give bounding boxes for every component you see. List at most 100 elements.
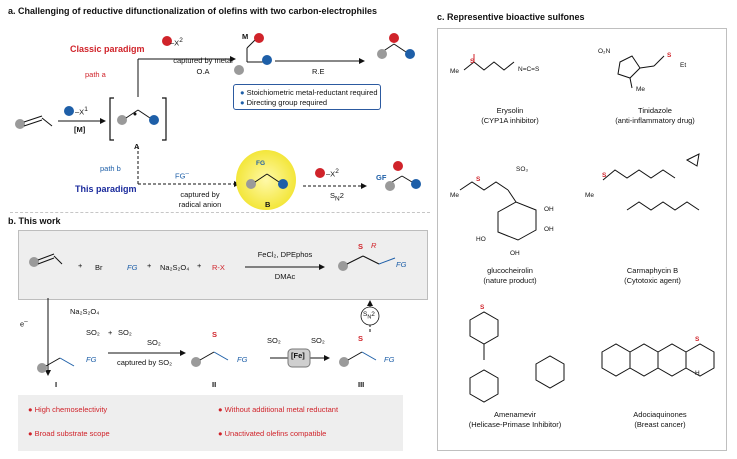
adociaquinones-structure — [601, 343, 715, 377]
erysolin-name: Erysolin — [496, 106, 524, 115]
fg-reagent: FG — [127, 263, 138, 272]
carmaphycin-me: Me — [585, 192, 595, 199]
tinidazole-note: (anti-inflammatory drug) — [615, 116, 695, 125]
reaction-scheme-box — [18, 230, 428, 300]
radical-anion-label: radical anion — [178, 200, 222, 209]
fg-in-b: FG — [256, 160, 266, 167]
fe-so2-minus: SO₂ — [267, 336, 281, 345]
re-arrow — [275, 58, 365, 64]
sn2-arrow-a — [303, 183, 367, 189]
electrophile-x2-icon — [162, 36, 172, 46]
electron: e — [20, 319, 25, 329]
glucocheirolin-oh3: OH — [510, 250, 520, 257]
intermediate-ii-label: II — [212, 380, 217, 389]
fg-minus: FG — [175, 171, 186, 181]
sulfone-product-structure — [338, 255, 396, 271]
product-a-structure — [377, 33, 415, 59]
intermediate-ii-structure — [191, 351, 229, 367]
radical-intermediate-a — [109, 97, 167, 141]
mech-so2-radical: SO₂ — [118, 328, 132, 337]
sn2-a-sub: N — [335, 195, 340, 203]
glucocheirolin-me: Me — [450, 192, 460, 199]
sn2-b: S — [363, 311, 368, 318]
amenamevir-s: S — [480, 304, 485, 311]
sodium-dithionite: Na₂S₂O₄ — [160, 263, 190, 272]
reagent-x2-b: –X — [326, 169, 336, 179]
intermediate-iii-structure — [339, 351, 377, 367]
fg-minus-sup: – — [185, 170, 190, 177]
plus-1: + — [78, 261, 83, 270]
tinidazole-o2n: O₂N — [598, 48, 611, 55]
glucocheirolin-so3: SO₃ — [516, 166, 529, 173]
intermediate-b-label: B — [265, 200, 271, 209]
olefin-reactant — [29, 253, 63, 267]
conditions-bottom: DMAc — [274, 272, 296, 281]
catalyst-label: [M] — [74, 125, 86, 134]
amenamevir-name: Amenamevir — [493, 410, 537, 419]
so2-capture-arrow — [108, 350, 186, 356]
carmaphycin-s: S — [602, 172, 607, 179]
advantage-4: ● Unactivated olefins compatible — [218, 429, 327, 438]
erysolin-s: S — [470, 58, 475, 65]
product-fg: FG — [396, 260, 407, 269]
electrophile-x2-icon-b — [315, 168, 325, 178]
sulfone-s: S — [358, 242, 364, 251]
intermediate-iii-fg: FG — [384, 355, 395, 364]
advantage-3: ● Without additional metal reductant — [218, 405, 339, 414]
sn2-up-arrow — [360, 300, 380, 332]
mech-plus: + — [108, 328, 113, 337]
glucocheirolin-note: (nature product) — [483, 276, 537, 285]
oa-label: O.A — [196, 67, 210, 76]
advantages-box: ● High chemoselectivity ● Broad substrat… — [18, 395, 403, 451]
fe-catalytic-cycle — [270, 348, 330, 368]
adociaquinones-note: (Breast cancer) — [634, 420, 686, 429]
adociaquinones-name: Adociaquinones — [633, 410, 687, 419]
sulfone-r: R — [371, 241, 377, 250]
gf-label: GF — [376, 173, 387, 182]
captured-by-metal-label: captured by metal — [173, 56, 233, 65]
adociaquinones-nh: H — [695, 370, 700, 377]
erysolin-note: (CYP1A inhibitor) — [481, 116, 539, 125]
glucocheirolin-ho: HO — [476, 236, 486, 243]
carmaphycin-structure — [602, 153, 700, 211]
intermediate-a-label: A — [134, 142, 140, 151]
erysolin-ncs: N=C=S — [518, 66, 540, 73]
erysolin-me: Me — [450, 68, 460, 75]
path-b-label: path b — [100, 164, 121, 173]
amenamevir-note: (Helicase-Primase Inhibitor) — [468, 420, 562, 429]
plus-3: + — [197, 261, 202, 270]
plus-2: + — [147, 261, 152, 270]
reagent-x1: –X — [75, 107, 85, 117]
radical-anion-b-structure — [236, 150, 296, 210]
captured-by-label: captured by — [180, 190, 220, 199]
br-label: Br — [95, 263, 103, 272]
adociaquinones-s: S — [695, 336, 700, 343]
limitation-1: ● Stoichiometric metal-reductant require… — [240, 88, 378, 97]
alkyl-halide: R-X — [212, 263, 225, 272]
sn2-a: S — [330, 191, 336, 200]
re-label: R.E — [312, 67, 325, 76]
erysolin-structure — [463, 54, 515, 71]
path-a-line — [137, 56, 236, 97]
carmaphycin-note: (Cytotoxic agent) — [624, 276, 681, 285]
fe-so2: SO₂ — [311, 336, 325, 345]
panel-c-title: c. Representive bioactive sulfones — [437, 12, 585, 22]
olefin-start-structure — [15, 115, 53, 129]
glucocheirolin-structure — [459, 181, 537, 241]
intermediate-iii-label: III — [358, 380, 365, 389]
mech-so2: SO₂ — [86, 328, 100, 337]
electrophile-x1-icon — [64, 106, 74, 116]
bioactive-sulfones-panel — [437, 28, 727, 451]
intermediate-i-structure — [37, 357, 75, 373]
tinidazole-et: Et — [680, 62, 687, 69]
metal-label: M — [242, 32, 249, 41]
sn2-a-tail: 2 — [339, 191, 344, 200]
intermediate-i-label: I — [55, 380, 58, 389]
mech-na2s2o4: Na₂S₂O₄ — [70, 307, 100, 316]
glucocheirolin-oh1: OH — [544, 206, 554, 213]
fe-catalyst: [Fe] — [291, 351, 305, 360]
path-a-label: path a — [85, 70, 106, 79]
glucocheirolin-name: glucocheirolin — [487, 266, 533, 275]
advantage-1: ● High chemoselectivity — [28, 405, 108, 414]
mechanism-down-arrow — [45, 298, 51, 376]
